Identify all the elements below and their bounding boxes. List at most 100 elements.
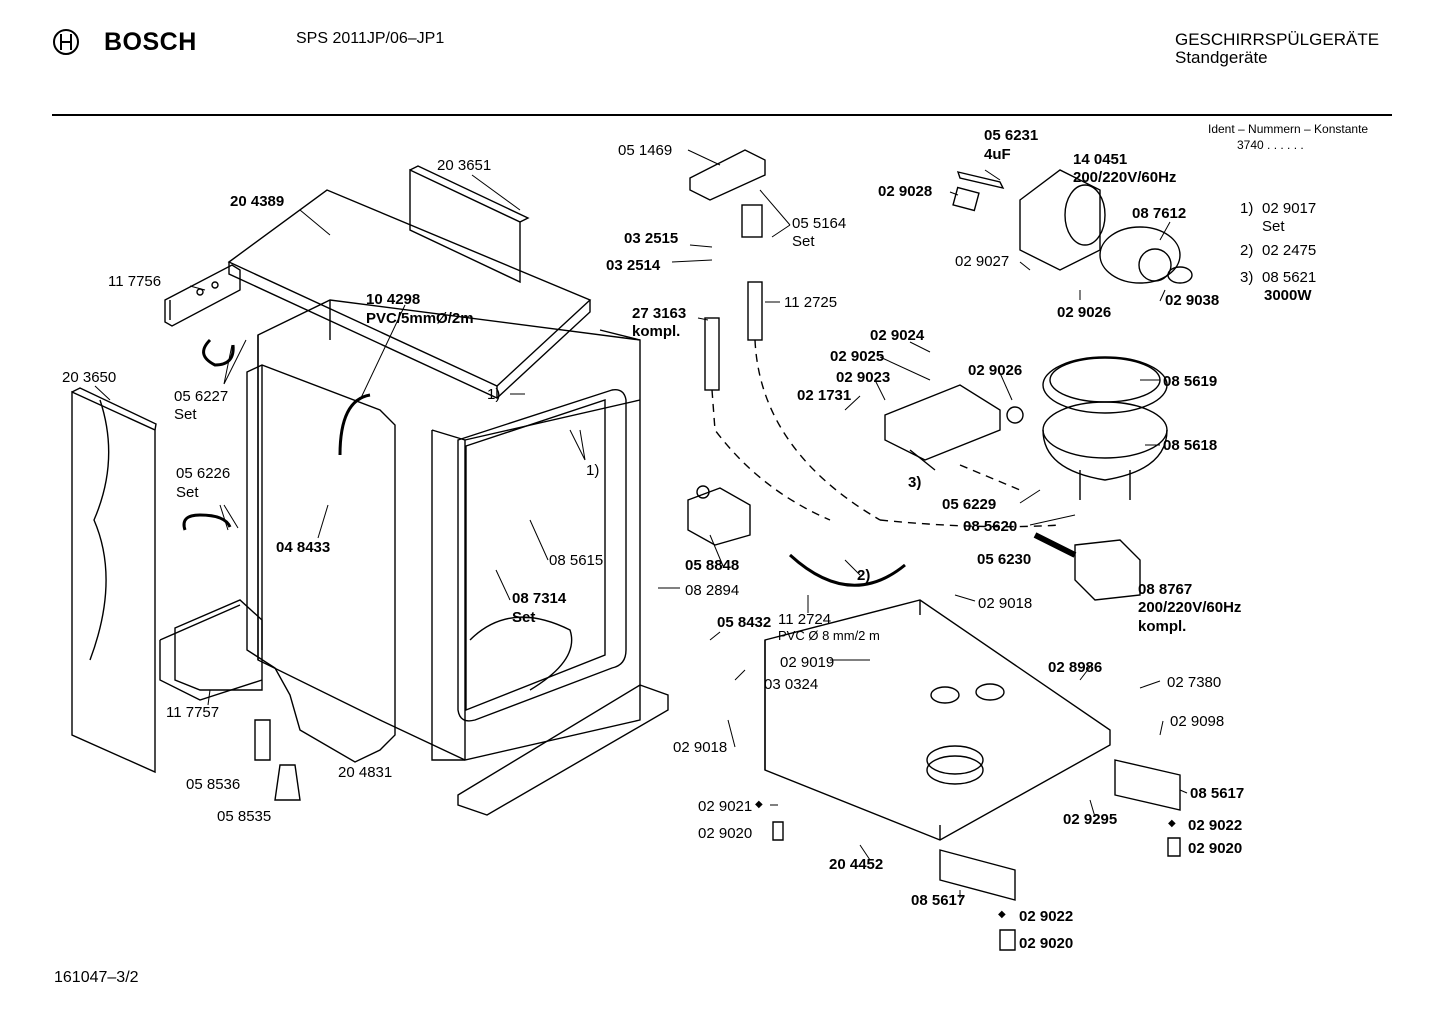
part-label: 3): [908, 474, 922, 491]
part-label: 05 6227: [174, 388, 229, 405]
part-label: 1): [487, 386, 501, 403]
part-label: 05 5164: [792, 215, 847, 232]
sump-assembly: [1042, 356, 1168, 500]
foot-029020: [999, 929, 1016, 951]
water-distributor: [884, 384, 1024, 471]
part-label: 10 4298: [366, 291, 421, 308]
inlet-valve: [687, 485, 751, 546]
tube-273163: [704, 317, 720, 391]
part-label: 27 3163: [632, 305, 687, 322]
part-label: 02 8986: [1048, 659, 1103, 676]
drain-pump: [1033, 532, 1141, 601]
part-label: 02 9020: [1188, 840, 1243, 857]
foot-029020-right: [1167, 837, 1181, 857]
part-label: 08 5615: [549, 552, 604, 569]
brand-name: BOSCH: [104, 28, 197, 56]
capacitor: [952, 171, 1005, 212]
bracket-085617: [1114, 759, 1181, 811]
part-label: 02 9020: [1019, 935, 1074, 952]
part-label: kompl.: [632, 323, 681, 340]
base-tray: [764, 599, 1111, 841]
part-label: 02 9026: [1057, 304, 1112, 321]
door-side-panel: [246, 364, 396, 763]
ident-value: 3740 . . . . . .: [1237, 138, 1304, 152]
part-label: 08 5617: [1190, 785, 1245, 802]
tub-frame: [457, 389, 627, 722]
sleeve-055164: [741, 204, 763, 238]
note-1-key: 1): [1240, 200, 1254, 217]
foot-058535: [274, 764, 301, 801]
part-label: 11 2724: [778, 611, 832, 628]
hose-104298: [338, 393, 371, 456]
washer-icon: ◆: [1168, 818, 1176, 829]
part-label: 02 9295: [1063, 811, 1118, 828]
part-label: 02 9022: [1188, 817, 1243, 834]
part-label: 08 5617: [911, 892, 966, 909]
tube-112725: [747, 281, 763, 341]
part-label: 05 8848: [685, 557, 740, 574]
hose-056227: [202, 338, 235, 367]
part-label: 04 8433: [276, 539, 331, 556]
part-label: 02 9020: [698, 825, 753, 842]
header-divider: [52, 114, 1392, 116]
flow-line-1: [711, 389, 831, 521]
note-2-number: 02 2475: [1262, 242, 1317, 259]
drawing-id: 161047–3/2: [54, 969, 139, 986]
part-label: Set: [792, 233, 815, 250]
flow-line-2: [754, 339, 881, 521]
washer-icon: ◆: [998, 909, 1006, 920]
part-label: 14 0451: [1073, 151, 1128, 168]
part-label: Set: [174, 406, 197, 423]
note-3-number: 08 5621: [1262, 269, 1317, 286]
leader-lines: [94, 149, 1188, 898]
part-label: 02 9022: [1019, 908, 1074, 925]
note-1-extra: Set: [1262, 218, 1285, 235]
part-label: 02 9019: [780, 654, 835, 671]
part-label: 05 8432: [717, 614, 772, 631]
note-3-key: 3): [1240, 269, 1254, 286]
part-label: 11 7756: [108, 273, 162, 290]
part-label: 03 0324: [764, 676, 819, 693]
part-label: 02 9018: [673, 739, 728, 756]
front-kick-strip: [457, 684, 669, 816]
part-label: 08 7612: [1132, 205, 1187, 222]
part-label: 02 9098: [1170, 713, 1225, 730]
part-label: 05 1469: [618, 142, 673, 159]
part-label: 08 7314: [512, 590, 567, 607]
note-1-number: 02 9017: [1262, 200, 1317, 217]
motor: [1019, 169, 1193, 284]
hose-056226: [182, 513, 232, 531]
part-label: Set: [512, 609, 536, 626]
category-subtitle: Standgeräte: [1175, 48, 1268, 67]
part-label: 11 2725: [784, 294, 838, 311]
part-label: 20 4831: [338, 764, 393, 781]
part-label: 03 2514: [606, 257, 661, 274]
rear-panel-strip: [409, 165, 530, 284]
model-number: SPS 2011JP/06–JP1: [296, 30, 445, 47]
part-label: 02 1731: [797, 387, 852, 404]
part-label: 02 9021: [698, 798, 753, 815]
part-label: 08 8767: [1138, 581, 1193, 598]
part-label: 1): [586, 462, 600, 479]
cabinet-body: [257, 299, 641, 761]
bracket-left: [164, 264, 241, 327]
part-label: PVC/5mmØ/2m: [366, 310, 474, 327]
left-side-panel: [71, 387, 157, 774]
part-label: 2): [857, 567, 871, 584]
part-label: PVC Ø 8 mm/2 m: [778, 628, 880, 643]
part-label: 20 4389: [230, 193, 285, 210]
part-label: 05 6230: [977, 551, 1032, 568]
insulation-block: [159, 599, 263, 701]
part-label: 02 9025: [830, 348, 885, 365]
top-panel: [227, 189, 592, 399]
part-label: 08 5620: [963, 518, 1018, 535]
part-label: 02 9018: [978, 595, 1033, 612]
foot-029020-left: [772, 821, 784, 841]
part-label: 05 8536: [186, 776, 241, 793]
flow-line-3: [879, 519, 1061, 528]
bosch-armature-icon: [53, 29, 79, 55]
part-label: 20 3651: [437, 157, 492, 174]
part-label: 200/220V/60Hz: [1138, 599, 1242, 616]
note-2-key: 2): [1240, 242, 1254, 259]
ident-title: Ident – Nummern – Konstante: [1208, 122, 1369, 136]
